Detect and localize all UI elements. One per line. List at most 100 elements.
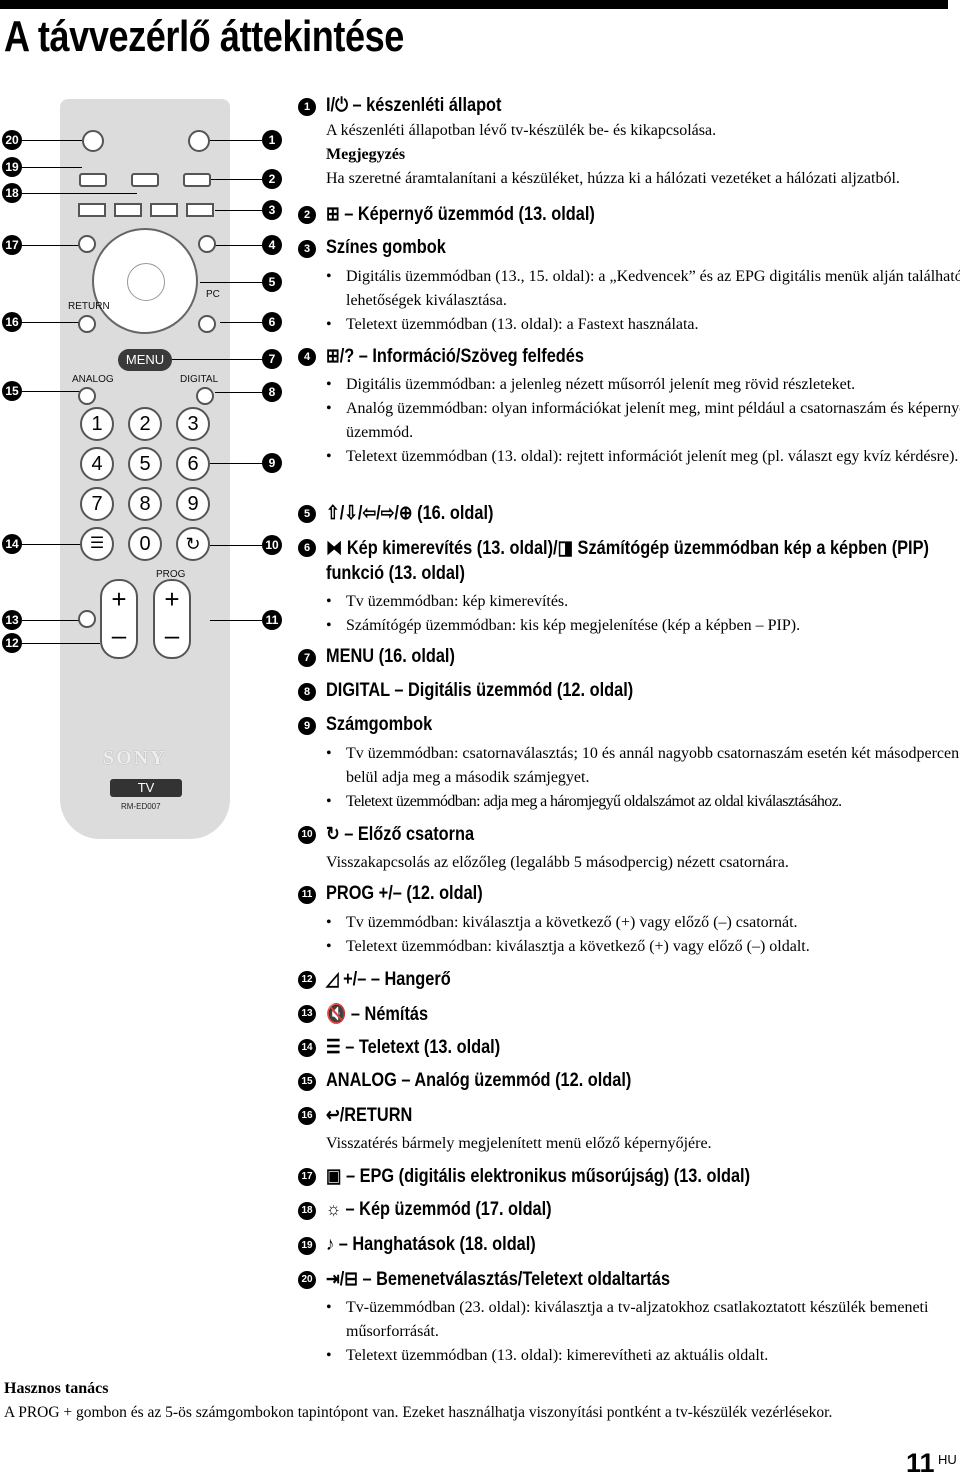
number-2-button[interactable]: 2 (128, 407, 162, 441)
number-4-button[interactable]: 4 (80, 447, 114, 481)
number-7-button[interactable]: 7 (80, 487, 114, 521)
bullet-item: Digitális üzemmódban: a jelenleg nézett … (326, 373, 960, 397)
item-title: I/⏻ – készenléti állapot (326, 95, 502, 116)
callout-12: 12 (2, 633, 22, 653)
volume-plus[interactable]: + (111, 584, 127, 614)
item-16: 16↩/RETURN Visszatérés bármely megjelení… (298, 1104, 953, 1156)
sound-effect-button[interactable] (79, 173, 107, 187)
bullet-item: Teletext üzemmódban: adja meg a háromjeg… (326, 790, 960, 814)
item-title: 🔇 – Némítás (326, 1004, 429, 1025)
bullet-item: Teletext üzemmódban (13. oldal): a Faste… (326, 313, 960, 337)
item-number: 18 (298, 1202, 316, 1220)
item-number: 11 (298, 886, 316, 904)
prog-label: PROG (156, 569, 186, 580)
pc-label: PC (206, 289, 220, 300)
item-number: 10 (298, 826, 316, 844)
item-number: 2 (298, 206, 316, 224)
info-button[interactable] (198, 235, 216, 253)
teletext-button[interactable]: ☰ (80, 527, 114, 561)
leader-line (22, 391, 94, 392)
digital-button[interactable] (196, 387, 214, 405)
callout-3: 3 (262, 200, 282, 220)
number-5-button[interactable]: 5 (128, 447, 162, 481)
callout-15: 15 (2, 381, 22, 401)
bullet-item: Teletext üzemmódban (13. oldal): rejtett… (326, 445, 960, 469)
leader-line (22, 643, 100, 644)
volume-minus[interactable]: – (111, 620, 127, 650)
green-button[interactable] (114, 203, 142, 217)
prog-rocker[interactable]: + – (153, 579, 191, 659)
leader-line (215, 392, 262, 393)
yellow-button[interactable] (150, 203, 178, 217)
ok-button[interactable] (127, 263, 165, 301)
item-number: 12 (298, 971, 316, 989)
power-button[interactable] (188, 130, 210, 152)
item-number: 1 (298, 98, 316, 116)
number-3-button[interactable]: 3 (176, 407, 210, 441)
volume-rocker[interactable]: + – (100, 579, 138, 659)
bullet-item: Teletext üzemmódban: kiválasztja a követ… (326, 935, 960, 959)
return-button[interactable] (78, 315, 96, 333)
leader-line (210, 179, 262, 180)
item-number: 5 (298, 505, 316, 523)
item-title: ▣ – EPG (digitális elektronikus műsorújs… (326, 1166, 751, 1187)
callout-14: 14 (2, 534, 22, 554)
bullet-item: Tv-üzemmódban (23. oldal): kiválasztja a… (326, 1296, 960, 1344)
leader-line (220, 322, 262, 323)
item-13: 13 🔇 – Némítás (298, 1002, 953, 1026)
item-number: 14 (298, 1039, 316, 1057)
input-button[interactable] (82, 130, 104, 152)
item-title: Számgombok (326, 714, 433, 735)
item-number: 13 (298, 1005, 316, 1023)
item-18: 18 ☼ – Kép üzemmód (17. oldal) (298, 1199, 953, 1223)
navigation-pad[interactable] (92, 228, 198, 334)
page-language: HU (938, 1452, 957, 1467)
item-title: ☼ – Kép üzemmód (17. oldal) (326, 1199, 552, 1220)
callout-11: 11 (262, 610, 282, 630)
previous-channel-button[interactable]: ↻ (176, 527, 210, 561)
tv-badge: TV (110, 779, 182, 797)
prog-plus[interactable]: + (164, 584, 180, 614)
freeze-pip-button[interactable] (198, 315, 216, 333)
remote-illustration: 20 19 18 17 16 15 14 13 12 1 2 3 4 5 6 7… (0, 95, 300, 855)
model-label: RM-ED007 (121, 802, 161, 811)
mute-button[interactable] (78, 610, 96, 628)
page-number: 11 (906, 1448, 935, 1478)
number-1-button[interactable]: 1 (80, 407, 114, 441)
callout-19: 19 (2, 157, 22, 177)
tips-text: A PROG + gombon és az 5-ös számgombokon … (4, 1404, 833, 1421)
analog-label: ANALOG (72, 374, 114, 385)
leader-line (22, 140, 82, 141)
number-0-button[interactable]: 0 (128, 527, 162, 561)
picture-mode-button[interactable] (131, 173, 159, 187)
menu-button[interactable]: MENU (118, 349, 172, 371)
leader-line (22, 193, 137, 194)
item-title: ♪ – Hanghatások (18. oldal) (326, 1234, 536, 1255)
prog-minus[interactable]: – (164, 620, 180, 650)
callout-13: 13 (2, 610, 22, 630)
item-number: 6 (298, 539, 316, 557)
red-button[interactable] (78, 203, 106, 217)
leader-line (22, 620, 82, 621)
number-8-button[interactable]: 8 (128, 487, 162, 521)
number-9-button[interactable]: 9 (176, 487, 210, 521)
item-1: 1 I/⏻ – készenléti állapot A készenléti á… (298, 95, 953, 191)
callout-2: 2 (262, 169, 282, 189)
analog-button[interactable] (78, 387, 96, 405)
item-text: A készenléti állapotban lévő tv-készülék… (326, 122, 717, 139)
item-title: ☰ – Teletext (13. oldal) (326, 1037, 501, 1058)
screen-mode-button[interactable] (183, 173, 211, 187)
blue-button[interactable] (186, 203, 214, 217)
callout-18: 18 (2, 183, 22, 203)
item-title: ↻ – Előző csatorna (326, 824, 475, 845)
item-title: ⊞/? – Információ/Szöveg felfedés (326, 346, 584, 367)
item-14: 14 ☰ – Teletext (13. oldal) (298, 1036, 953, 1060)
callout-8: 8 (262, 382, 282, 402)
epg-button[interactable] (78, 235, 96, 253)
callout-9: 9 (262, 453, 282, 473)
item-number: 16 (298, 1107, 316, 1125)
number-6-button[interactable]: 6 (176, 447, 210, 481)
